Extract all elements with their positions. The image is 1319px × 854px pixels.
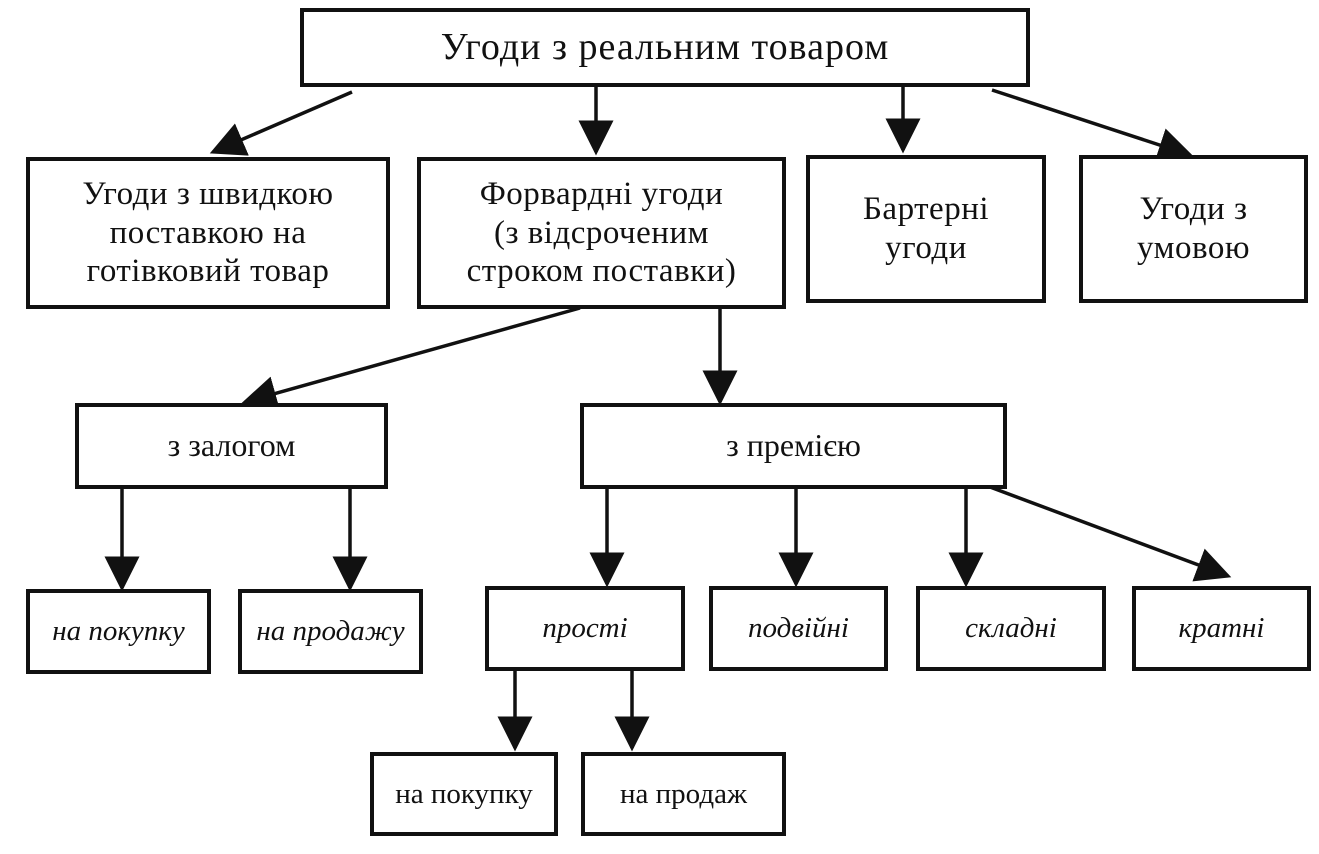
node-spot: Угоди з швидкою поставкою на готівковий … [26,157,390,309]
node-forward-label: Форвардні угоди (з відсроченим строком п… [466,175,737,290]
node-simple-sell: на продаж [581,752,786,836]
node-root-label: Угоди з реальним товаром [440,26,890,69]
node-barter-label: Бартерні угоди [862,191,990,266]
node-collateral-sell: на продажу [238,589,423,674]
node-conditional: Угоди з умовою [1079,155,1308,303]
node-simple: прості [485,586,685,671]
arrow-forward-to-collateral [241,306,581,411]
node-forward: Форвардні угоди (з відсроченим строком п… [417,157,786,309]
node-double: подвійні [709,586,888,671]
node-complex: складні [916,586,1106,671]
node-simple-buy-label: на покупку [395,777,533,810]
node-spot-label: Угоди з швидкою поставкою на готівковий … [82,175,334,290]
node-collateral-buy-label: на покупку [52,615,185,648]
node-complex-label: складні [965,612,1057,645]
node-collateral: з залогом [75,403,388,489]
node-collateral-label: з залогом [167,427,296,464]
node-barter: Бартерні угоди [806,155,1046,303]
node-root: Угоди з реальним товаром [300,8,1030,87]
node-collateral-buy: на покупку [26,589,211,674]
node-conditional-label: Угоди з умовою [1137,191,1250,266]
node-multiple: кратні [1132,586,1311,671]
node-simple-label: прості [542,612,628,645]
arrow-root-to-conditional [991,88,1194,162]
node-simple-sell-label: на продаж [620,777,747,810]
node-double-label: подвійні [748,612,849,645]
node-simple-buy: на покупку [370,752,558,836]
node-multiple-label: кратні [1178,612,1265,645]
node-premium-label: з премією [726,427,861,464]
node-premium: з премією [580,403,1007,489]
arrow-root-to-spot [209,90,353,156]
node-collateral-sell-label: на продажу [256,615,405,648]
arrow-premium-to-multiple [989,485,1232,582]
